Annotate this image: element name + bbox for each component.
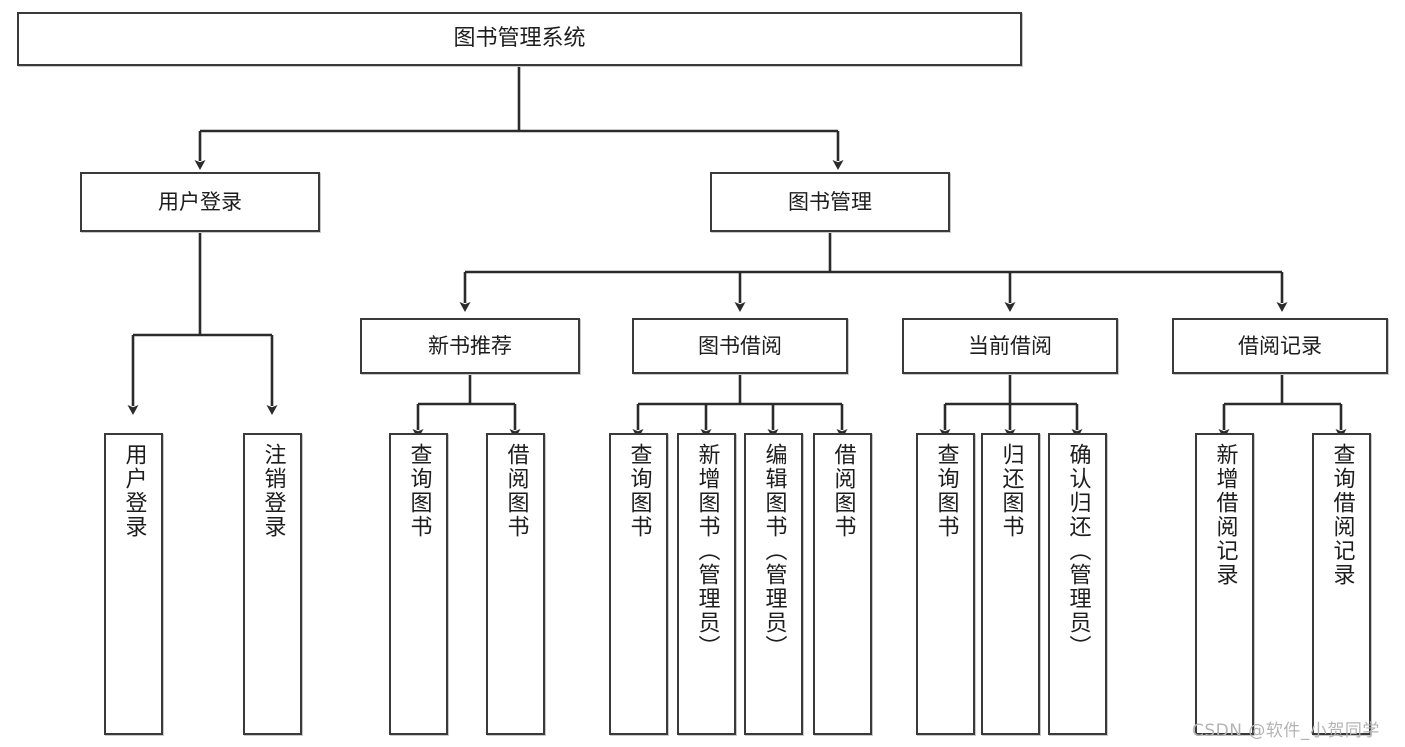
leaf-query-books-current[interactable]: 查询图书: [916, 433, 975, 735]
node-borrow-records[interactable]: 借阅记录: [1172, 318, 1388, 374]
leaf-query-books-recommend-label: 查询图书: [406, 443, 432, 539]
leaf-borrow-books-label: 借阅图书: [830, 443, 856, 539]
node-book-management-label: 图书管理: [788, 189, 872, 214]
leaf-query-books-current-label: 查询图书: [933, 443, 959, 539]
leaf-user-login-label: 用户登录: [121, 443, 147, 539]
leaf-add-borrow-record-label: 新增借阅记录: [1212, 443, 1238, 587]
leaf-query-books-recommend[interactable]: 查询图书: [389, 433, 448, 735]
node-root-label: 图书管理系统: [453, 26, 586, 52]
node-current-borrow[interactable]: 当前借阅: [902, 318, 1118, 374]
leaf-confirm-return-admin[interactable]: 确认归还（管理员）: [1048, 433, 1107, 735]
leaf-query-books-borrow[interactable]: 查询图书: [609, 433, 668, 735]
node-user-login[interactable]: 用户登录: [80, 172, 320, 232]
leaf-borrow-books[interactable]: 借阅图书: [813, 433, 872, 735]
leaf-user-login[interactable]: 用户登录: [104, 433, 163, 735]
node-root[interactable]: 图书管理系统: [17, 12, 1022, 66]
leaf-borrow-books-recommend-label: 借阅图书: [503, 443, 529, 539]
node-current-borrow-label: 当前借阅: [968, 333, 1052, 358]
leaf-query-books-borrow-label: 查询图书: [626, 443, 652, 539]
leaf-confirm-return-admin-label: 确认归还（管理员）: [1065, 443, 1091, 659]
leaf-add-borrow-record[interactable]: 新增借阅记录: [1195, 433, 1254, 735]
node-new-book-recommend-label: 新书推荐: [428, 333, 512, 358]
leaf-edit-book-admin[interactable]: 编辑图书（管理员）: [744, 433, 803, 735]
watermark: CSDN @软件_小贺同学: [1192, 721, 1380, 741]
node-book-management[interactable]: 图书管理: [710, 172, 950, 232]
leaf-logout[interactable]: 注销登录: [243, 433, 302, 735]
leaf-return-books[interactable]: 归还图书: [981, 433, 1040, 735]
node-book-borrow-label: 图书借阅: [698, 333, 782, 358]
leaf-edit-book-admin-label: 编辑图书（管理员）: [761, 443, 787, 659]
leaf-return-books-label: 归还图书: [998, 443, 1024, 539]
node-user-login-label: 用户登录: [158, 189, 242, 214]
node-new-book-recommend[interactable]: 新书推荐: [360, 318, 580, 374]
node-book-borrow[interactable]: 图书借阅: [632, 318, 848, 374]
node-borrow-records-label: 借阅记录: [1238, 333, 1322, 358]
leaf-borrow-books-recommend[interactable]: 借阅图书: [486, 433, 545, 735]
leaf-logout-label: 注销登录: [260, 443, 286, 539]
leaf-add-book-admin-label: 新增图书（管理员）: [694, 443, 720, 659]
leaf-query-borrow-record[interactable]: 查询借阅记录: [1312, 433, 1371, 735]
leaf-add-book-admin[interactable]: 新增图书（管理员）: [677, 433, 736, 735]
leaf-query-borrow-record-label: 查询借阅记录: [1329, 443, 1355, 587]
